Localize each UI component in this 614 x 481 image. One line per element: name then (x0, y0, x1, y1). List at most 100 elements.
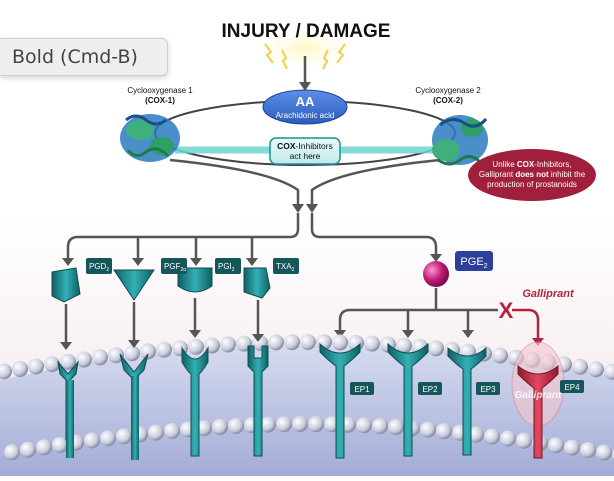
lipid-head (124, 345, 140, 362)
lipid-head (572, 358, 588, 375)
lipid-head (308, 416, 324, 433)
svg-text:PGD2: PGD2 (89, 262, 109, 273)
pge2-sub: 2 (484, 263, 488, 270)
receptor-fp (119, 353, 149, 460)
note-line2-post: inhibit the (549, 170, 586, 179)
svg-text:COX-Inhibitors: COX-Inhibitors (277, 141, 333, 151)
lipid-head (228, 417, 244, 434)
cox1-abbr: (COX-1) (145, 96, 175, 105)
lipid-head (436, 423, 452, 440)
lipid-head (548, 437, 564, 454)
receptor-ep3 (447, 346, 487, 456)
lipid-head (36, 439, 52, 456)
lipid-head (108, 347, 124, 364)
svg-text:Unlike COX-Inhibitors,: Unlike COX-Inhibitors, (492, 160, 571, 169)
lipid-head (220, 336, 236, 353)
prostanoid-sub: 2 (232, 267, 235, 273)
lipid-head (516, 432, 532, 449)
lipid-head (580, 442, 596, 459)
lipid-head (44, 356, 60, 373)
pge2-label: PGE (460, 256, 483, 268)
pge2-molecule (423, 261, 449, 287)
receptor-ep2 (387, 342, 429, 457)
diagram-title: INJURY / DAMAGE (222, 21, 391, 42)
aa-abbr: AA (296, 94, 315, 109)
cox-inhibitor-bold: COX (277, 141, 296, 151)
prostanoid-name: TXA (276, 262, 292, 271)
svg-text:PGI2: PGI2 (218, 262, 235, 273)
cox-inhibitor-box (269, 137, 341, 165)
lipid-head (388, 419, 404, 436)
pge2-branches (338, 288, 498, 334)
prostanoid-name: PGI (218, 262, 232, 271)
lipid-head (564, 439, 580, 456)
cox2-protein (432, 115, 488, 166)
lipid-head (84, 432, 100, 449)
note-line1-bold: COX (517, 160, 535, 169)
receptor-ep1 (319, 342, 361, 459)
cox2-name: Cyclooxygenase 2 (415, 86, 481, 95)
galliprant-label: Galliprant (522, 288, 575, 300)
prostanoid-sub: 2 (106, 267, 109, 273)
prostanoid-label-3: TXA2 (273, 258, 299, 274)
pge2-label-box (455, 251, 493, 271)
tooltip-label: Bold (Cmd-B) (12, 46, 138, 68)
receptor-label-text: EP3 (480, 385, 496, 394)
lipid-head (420, 421, 436, 438)
receptor-label-text: EP4 (564, 383, 580, 392)
prostanoid-label-1: PGF2α (161, 258, 187, 274)
lipid-head (28, 358, 44, 375)
branch-tree (66, 213, 438, 261)
lipid-head (364, 335, 380, 352)
cox1-protein (120, 114, 180, 162)
lipid-head (4, 444, 20, 461)
svg-text:TXA2: TXA2 (276, 262, 295, 273)
lipid-head (468, 426, 484, 443)
lipid-head (196, 420, 212, 437)
lipid-head (20, 441, 36, 458)
receptor-tp (247, 345, 269, 457)
ligand-pgd2 (51, 267, 81, 303)
blocked-path (512, 308, 540, 340)
lipid-head (188, 338, 204, 355)
prostanoid-sub: 2 (292, 267, 295, 273)
ligand-receptor-arrows (64, 298, 260, 344)
injury-rays (264, 43, 346, 70)
lipid-head (428, 340, 444, 357)
svg-text:Galliprant does not inhibit th: Galliprant does not inhibit the (479, 170, 586, 179)
aa-node (262, 89, 348, 125)
lipid-head (164, 422, 180, 439)
lipid-head (116, 428, 132, 445)
lipid-head (500, 430, 516, 447)
membrane-lipids (0, 334, 614, 461)
lipid-head (300, 334, 316, 351)
lipid-head (356, 417, 372, 434)
cox-inhibitor-line2: act here (290, 151, 321, 161)
lipid-head (604, 363, 614, 380)
lipid-head (284, 334, 300, 351)
cox-inhibitor-rest: -Inhibitors (296, 141, 333, 151)
lipid-head (148, 424, 164, 441)
lipid-head (332, 334, 348, 351)
receptor-ip (181, 346, 209, 457)
note-line2-pre: Galliprant (479, 170, 515, 179)
prostanoid-name: PGD (89, 262, 107, 271)
lipid-head (484, 428, 500, 445)
ligand-pgf2a (113, 269, 155, 301)
bold-tooltip: Bold (Cmd-B) (0, 38, 168, 76)
cell-membrane (0, 346, 614, 476)
svg-text:PGE2: PGE2 (460, 256, 487, 270)
ligand-txa2 (243, 267, 271, 299)
lipid-head (292, 416, 308, 433)
prostanoid-label-0: PGD2 (86, 258, 112, 274)
receptor-label-ep2: EP2 (418, 382, 442, 395)
prostanoid-label-2: PGI2 (215, 258, 241, 274)
prostanoid-sub: 2α (180, 267, 186, 273)
cox1-name: Cyclooxygenase 1 (127, 86, 193, 95)
lipid-head (492, 347, 508, 364)
aa-name: Arachidonic acid (276, 111, 335, 120)
lipid-head (60, 353, 76, 370)
lipid-head (0, 363, 12, 380)
receptor-label-text: EP1 (354, 385, 370, 394)
